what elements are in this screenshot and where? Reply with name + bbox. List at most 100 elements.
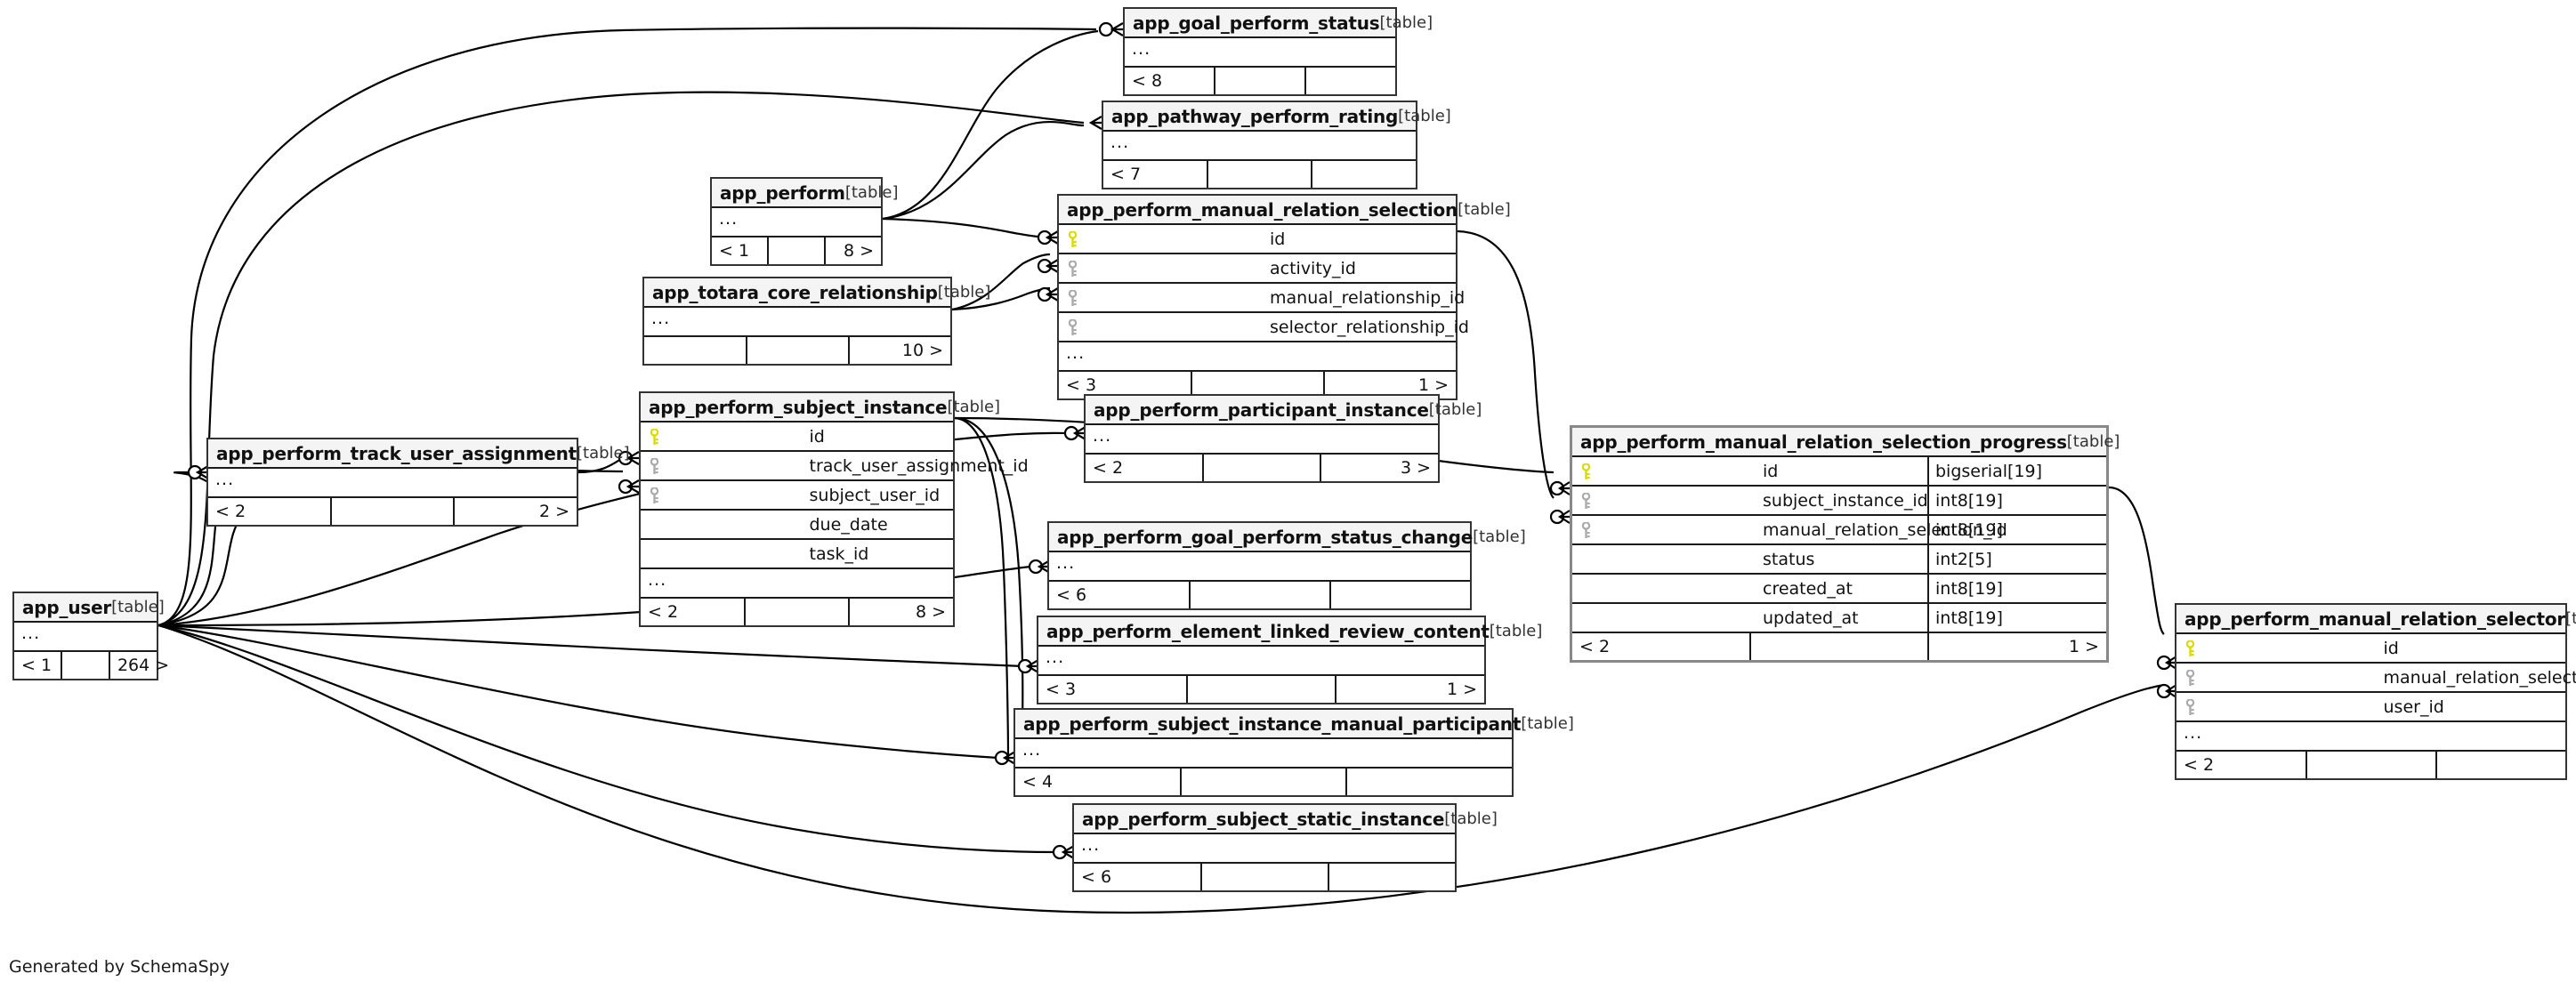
edge-perform-pathway-rating — [882, 121, 1085, 221]
ellipsis-text: ... — [648, 569, 667, 590]
ellipsis-text: ... — [215, 469, 235, 489]
outgoing-relations-count: 2 > — [538, 502, 569, 521]
foreign-key-icon — [1581, 521, 1591, 539]
column-key-cell — [1059, 224, 1257, 254]
more-columns-indicator: ... — [1125, 37, 1395, 68]
ellipsis-text: ... — [1022, 739, 1042, 760]
column-type: int8[19] — [1927, 515, 2106, 545]
table-name: app_perform_subject_static_instance — [1082, 808, 1445, 830]
more-columns-indicator: ... — [2176, 721, 2565, 752]
footer-middle — [1207, 161, 1313, 188]
table-type-label: [table] — [2565, 609, 2576, 628]
table-box-app_perform_subject_static_instance[interactable]: app_perform_subject_static_instance[tabl… — [1072, 803, 1498, 892]
incoming-relations-count — [644, 337, 747, 364]
table-box-app_user[interactable]: app_user[table]...< 1 264 > — [12, 592, 170, 680]
column-name: subject_instance_id — [1750, 486, 1928, 516]
table-header-app_perform_manual_relation_selection_progress: app_perform_manual_relation_selection_pr… — [1572, 428, 2120, 457]
column-name: id — [796, 422, 953, 452]
table-box-app_perform_goal_perform_status_change[interactable]: app_perform_goal_perform_status_change[t… — [1047, 521, 1526, 610]
footer-credit: Generated by SchemaSpy — [9, 957, 230, 977]
incoming-relations-count: < 6 — [1074, 864, 1202, 890]
table-name: app_goal_perform_status — [1133, 12, 1380, 34]
table-name: app_perform_track_user_assignment — [216, 442, 577, 464]
table-box-app_perform_participant_instance[interactable]: app_perform_participant_instance[table].… — [1084, 394, 1482, 483]
table-box-app_perform_manual_relation_selection_progress[interactable]: app_perform_manual_relation_selection_pr… — [1570, 425, 2120, 663]
crowsfoot-subject-instance-user — [618, 479, 640, 495]
edge-perform-manual-relation-selection — [882, 217, 1051, 239]
table-box-app_perform_manual_relation_selection[interactable]: app_perform_manual_relation_selection[ta… — [1057, 194, 1511, 400]
column-name: activity_id — [1257, 254, 1456, 284]
incoming-relations-count: < 2 — [1572, 633, 1752, 660]
table-name: app_perform_manual_relation_selector — [2184, 608, 2566, 630]
ellipsis-text: ... — [1081, 834, 1101, 855]
foreign-key-icon — [2185, 669, 2195, 687]
table-footer-row: < 6 — [1074, 863, 1455, 890]
edge-perform-goal-status — [882, 29, 1099, 221]
table-header-app_perform_element_linked_review_content: app_perform_element_linked_review_conten… — [1038, 617, 1542, 647]
column-name: selector_relationship_id — [1257, 312, 1469, 342]
table-box-app_perform_track_user_assignment[interactable]: app_perform_track_user_assignment[table]… — [206, 438, 630, 527]
outgoing-relations-count: 8 > — [915, 602, 946, 622]
table-name: app_perform — [720, 181, 845, 204]
table-name: app_pathway_perform_rating — [1111, 105, 1399, 127]
table-type-label: [table] — [1458, 200, 1511, 219]
column-row: id — [2176, 633, 2565, 664]
outgoing-relations-count: 264 > — [117, 656, 170, 675]
table-box-app_goal_perform_status[interactable]: app_goal_perform_status[table]...< 8 — [1123, 7, 1433, 96]
crowsfoot-goal-status — [1098, 21, 1124, 37]
ellipsis-text: ... — [1066, 342, 1086, 363]
table-header-app_user: app_user[table] — [14, 593, 165, 623]
more-columns-indicator: ... — [1059, 342, 1456, 372]
outgoing-relations-count: 10 > — [901, 341, 943, 360]
table-type-label: [table] — [1489, 622, 1543, 640]
column-key-cell — [1059, 283, 1257, 313]
crowsfoot-progress-subject — [1549, 480, 1571, 496]
table-box-app_pathway_perform_rating[interactable]: app_pathway_perform_rating[table]...< 7 — [1102, 101, 1451, 189]
table-header-app_perform_subject_instance_manual_participant: app_perform_subject_instance_manual_part… — [1015, 710, 1574, 739]
footer-middle — [1189, 582, 1331, 608]
crowsfoot-manual-selection-rel2 — [1037, 286, 1059, 302]
table-type-label: [table] — [937, 283, 991, 302]
table-type-label: [table] — [2066, 432, 2120, 451]
footer-middle — [768, 237, 826, 264]
table-box-app_perform_subject_instance_manual_participant[interactable]: app_perform_subject_instance_manual_part… — [1013, 708, 1574, 797]
outgoing-relations-count: 1 > — [1446, 680, 1477, 699]
outgoing-relations-count: 8 > — [843, 241, 874, 261]
column-key-cell — [1572, 456, 1750, 487]
incoming-relations-count: < 4 — [1015, 769, 1183, 795]
column-type: int2[5] — [1927, 544, 2106, 575]
outgoing-relations-count — [1305, 68, 1395, 94]
more-columns-indicator: ... — [14, 622, 157, 652]
edge-user-subject-static — [157, 624, 1058, 854]
table-type-label: [table] — [1398, 107, 1451, 125]
table-box-app_totara_core_relationship[interactable]: app_totara_core_relationship[table]...10… — [642, 277, 990, 366]
table-name: app_perform_subject_instance_manual_part… — [1023, 712, 1522, 735]
table-type-label: [table] — [111, 598, 165, 616]
incoming-relations-count: < 2 — [641, 599, 746, 625]
incoming-relations-count: < 1 — [14, 652, 63, 679]
ellipsis-text: ... — [719, 208, 739, 229]
column-key-cell — [1572, 486, 1750, 516]
column-row: track_user_assignment_id — [641, 451, 1029, 481]
column-key-cell — [2176, 692, 2371, 722]
outgoing-relations-count: 1 > — [1417, 375, 1449, 395]
table-header-app_perform_participant_instance: app_perform_participant_instance[table] — [1086, 396, 1482, 425]
foreign-key-icon — [1068, 289, 1078, 307]
column-key-cell — [1572, 515, 1750, 545]
crowsfoot-selector-progress — [2156, 655, 2177, 671]
table-header-app_perform_manual_relation_selector: app_perform_manual_relation_selector[tab… — [2176, 605, 2576, 634]
table-box-app_perform_manual_relation_selector[interactable]: app_perform_manual_relation_selector[tab… — [2175, 603, 2576, 780]
column-key-cell — [1572, 603, 1750, 633]
column-name: manual_relation_select_progress_id — [2370, 663, 2576, 693]
column-type: int8[19] — [1927, 574, 2106, 604]
crowsfoot-pathway-rating — [1088, 116, 1102, 130]
table-box-app_perform_element_linked_review_content[interactable]: app_perform_element_linked_review_conten… — [1037, 616, 1542, 704]
ellipsis-text: ... — [1132, 38, 1151, 59]
table-type-label: [table] — [947, 398, 1001, 416]
